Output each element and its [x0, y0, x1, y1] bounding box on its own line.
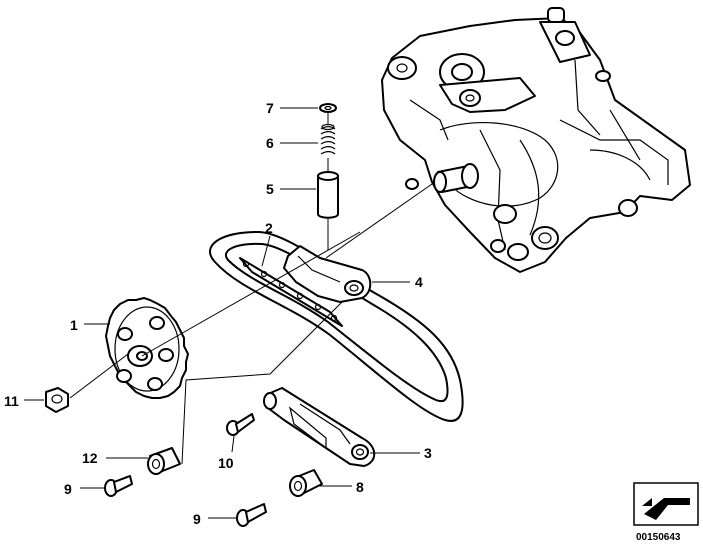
callout-3: 3 [424, 445, 432, 461]
callout-7: 7 [266, 100, 274, 116]
callout-12: 12 [82, 450, 98, 466]
callout-8: 8 [356, 479, 364, 495]
part-8-bushing [289, 469, 323, 497]
callout-10: 10 [218, 455, 234, 471]
part-7-washer [319, 103, 337, 113]
callout-9-upper: 9 [64, 481, 72, 497]
part-4-tensioner-rail [283, 245, 372, 303]
part-6-spring [320, 123, 336, 155]
leader-lines [24, 107, 433, 519]
document-id: 00150643 [636, 532, 681, 543]
callout-6: 6 [266, 135, 274, 151]
callout-4: 4 [415, 274, 423, 290]
callout-9-lower: 9 [193, 511, 201, 527]
callout-labels: 7 6 5 2 4 1 11 3 12 10 9 9 8 [4, 100, 432, 527]
parts-catalog-arrow-icon [633, 482, 699, 526]
oil-pump-housing [381, 7, 691, 273]
part-9-bolt-a [104, 475, 133, 497]
part-10-bolt [226, 413, 255, 436]
part-9-bolt-b [236, 503, 267, 527]
callout-11: 11 [4, 393, 19, 409]
part-12-bushing [147, 447, 181, 475]
part-3-guide-rail [263, 387, 376, 467]
part-1-sprocket [105, 297, 189, 399]
callout-1: 1 [70, 317, 78, 333]
callout-2: 2 [265, 220, 273, 236]
part-11-nut [45, 387, 69, 413]
part-2-chain [209, 231, 464, 422]
callout-5: 5 [266, 181, 274, 197]
part-5-piston [317, 171, 339, 219]
